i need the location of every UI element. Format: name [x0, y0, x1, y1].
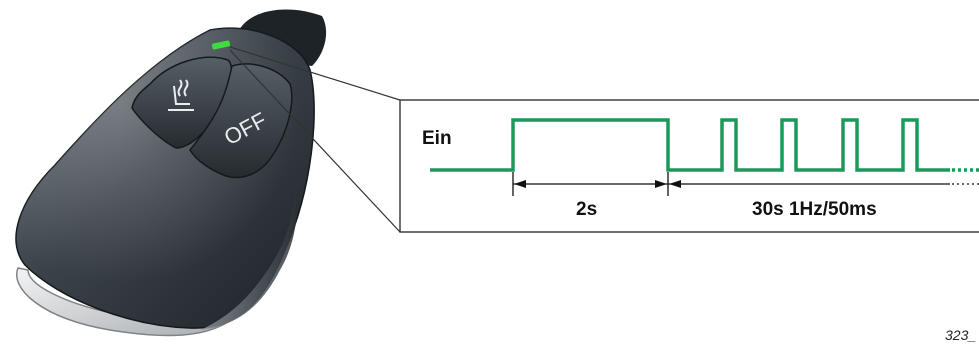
figure-number: 323_ [945, 327, 976, 343]
dimension-arrowheads [514, 180, 681, 188]
remote-side-edge [200, 180, 298, 330]
seat-heating-button[interactable] [131, 56, 233, 149]
callout-lines [229, 46, 401, 233]
status-led [211, 40, 231, 50]
state-label: Ein [422, 128, 452, 149]
diagram-frame [399, 99, 979, 233]
seat-heating-icon [168, 79, 194, 111]
remote-control: OFF [15, 9, 327, 337]
signal-waveform [430, 118, 950, 172]
interval-2-label: 30s 1Hz/50ms [752, 199, 877, 220]
signal-diagram: Ein 2s 30s 1Hz/50ms [399, 99, 979, 233]
off-button[interactable]: OFF [189, 63, 293, 179]
interval-1-label: 2s [576, 199, 597, 220]
dimension-markers [512, 172, 979, 196]
